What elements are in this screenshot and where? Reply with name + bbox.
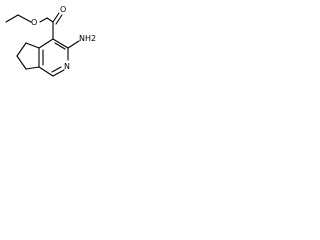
molecule-structure-diagram: O O NH2 N (5, 5, 96, 77)
carbonyl-oxygen-label: O (60, 5, 66, 14)
ethyl-ch2-o-bond (17, 14, 32, 23)
ring-bond-n2-c1 (52, 69, 65, 77)
ring-inner-double-bond-top (54, 42, 66, 50)
ring-nitrogen-label: N (64, 62, 70, 71)
ester-carbon-o-bond (46, 17, 54, 23)
cyclopentane-bond-d (25, 66, 40, 70)
cyclopentane-bond-c (16, 55, 27, 70)
ring-bond-c4a-c4 (38, 38, 54, 49)
carbonyl-double-bond-b (55, 14, 63, 25)
ester-o-carbon-bond (39, 17, 48, 23)
ring-bond-c4-c3 (52, 38, 69, 49)
ring-bond-c1-c7a (38, 66, 54, 77)
cyclopentane-bond-a (25, 42, 40, 49)
ester-oxygen-label: O (31, 18, 37, 27)
cyclopentane-bond-b (16, 42, 27, 57)
ring-inner-double-bond-bottom (51, 66, 62, 73)
carbonyl-double-bond-a (52, 12, 60, 23)
ethyl-ch3-bond (5, 14, 19, 23)
amine-bond (67, 40, 80, 49)
amine-label: NH2 (79, 34, 96, 43)
